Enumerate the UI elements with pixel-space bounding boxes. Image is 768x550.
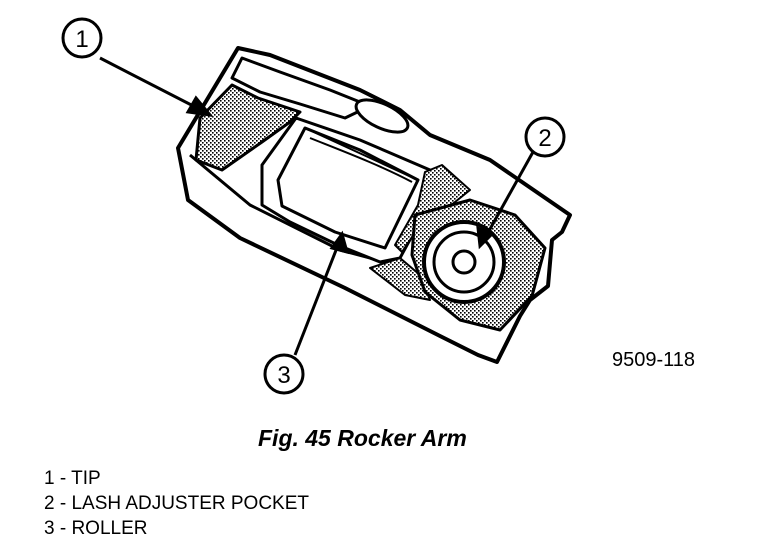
legend-item-roller: 3 - ROLLER <box>44 518 148 539</box>
leader-line-1 <box>99 56 206 114</box>
leader-lines <box>99 56 535 356</box>
callout-1-number: 1 <box>75 26 88 53</box>
arrowhead-3 <box>329 230 350 255</box>
leader-line-2 <box>483 151 535 239</box>
callout-2-number: 2 <box>538 125 551 152</box>
rocker-arm-body <box>176 46 572 364</box>
figure-caption: Fig. 45 Rocker Arm <box>258 425 467 451</box>
callout-2: 2 <box>524 116 566 158</box>
callout-3-number: 3 <box>277 362 290 389</box>
arrowhead-2 <box>476 225 495 250</box>
arrowhead-1 <box>185 95 214 118</box>
tip-face <box>194 83 302 172</box>
rocker-arm-illustration: 1 2 3 <box>61 17 572 395</box>
legend-item-lash-adjuster-pocket: 2 - LASH ADJUSTER POCKET <box>44 493 310 514</box>
callout-1: 1 <box>61 17 103 59</box>
callout-3: 3 <box>263 353 305 395</box>
legend: 1 - TIP 2 - LASH ADJUSTER POCKET 3 - ROL… <box>44 466 309 541</box>
leader-line-3 <box>293 239 342 356</box>
legend-item-tip: 1 - TIP <box>44 468 101 489</box>
figure-code: 9509-118 <box>612 349 696 371</box>
